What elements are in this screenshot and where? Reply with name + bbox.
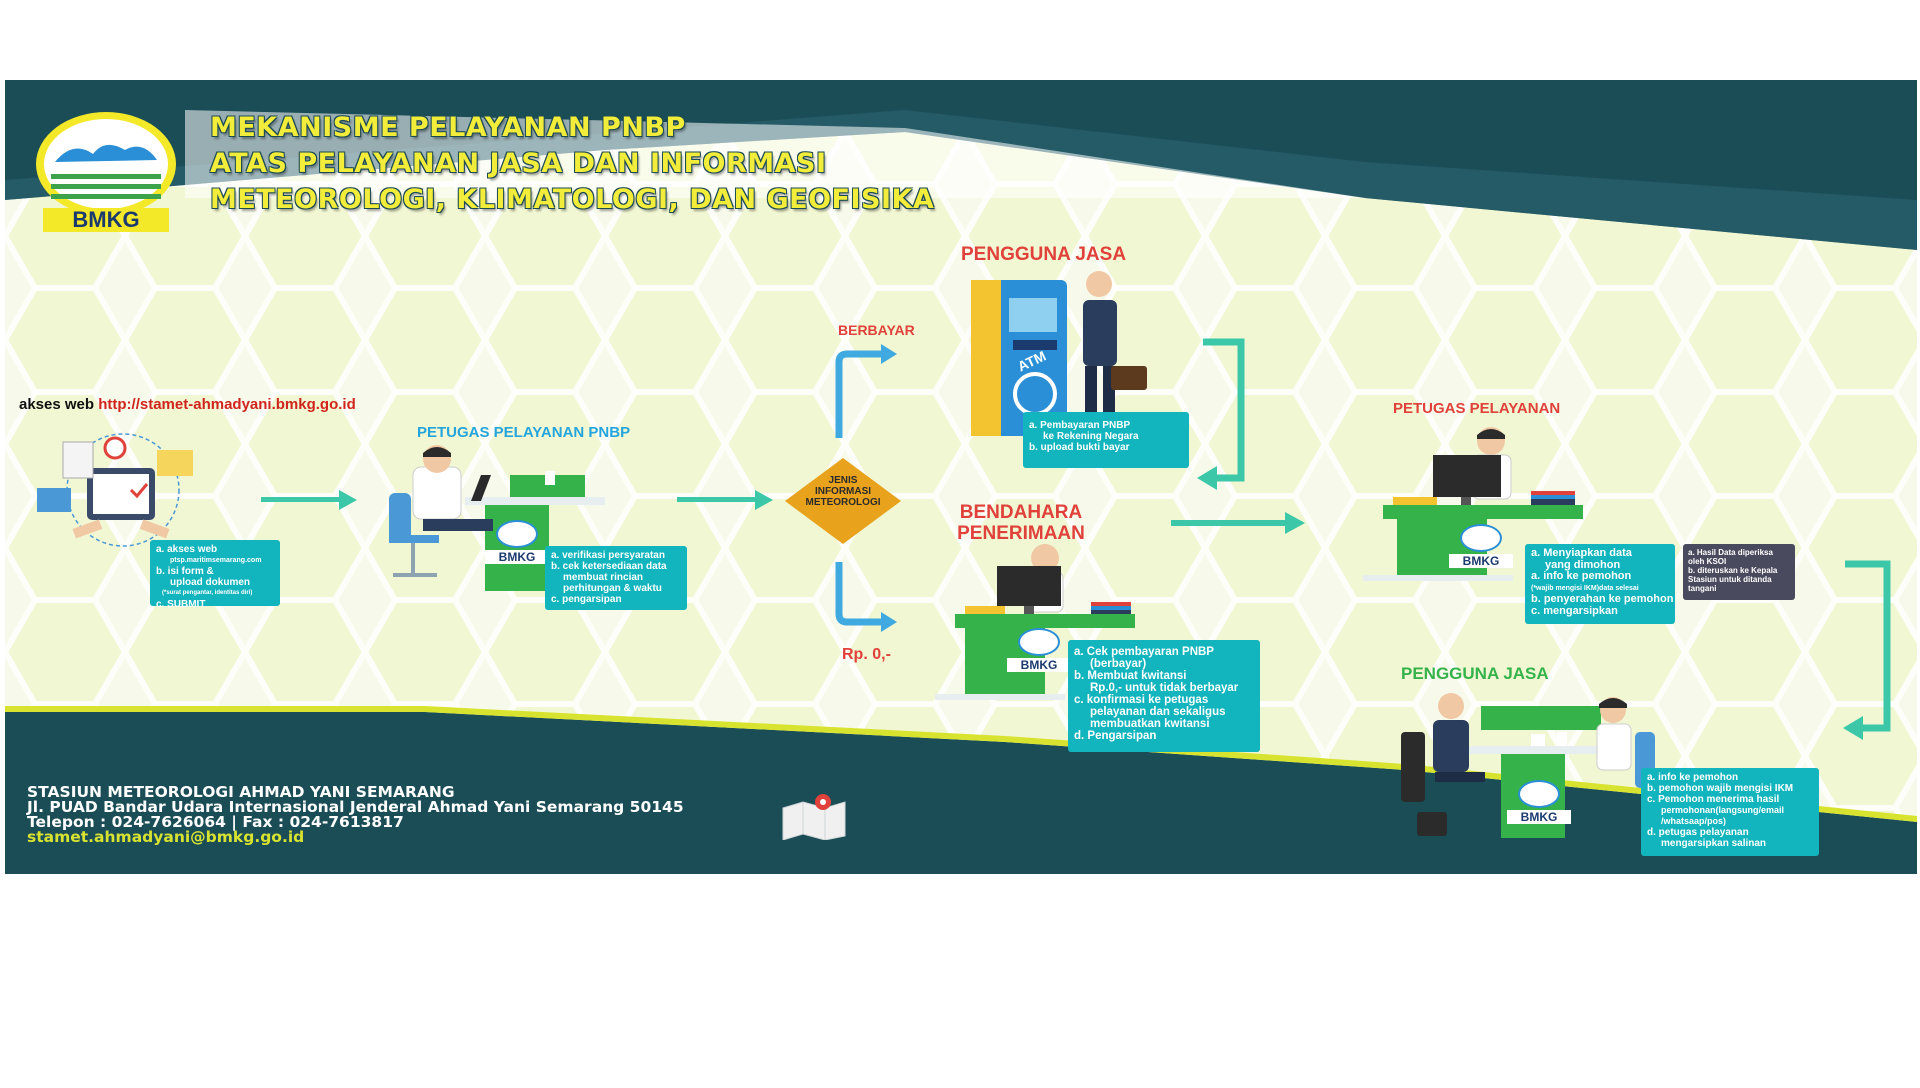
arrow-branch-up [835,344,897,438]
footer-phone: Telepon : 024-7626064 | Fax : 024-761381… [27,813,404,831]
final-step-c-cont2: /whatsaap/pos) [1661,816,1727,826]
pelayanan-step-a: a. Menyiapkan data [1531,547,1632,559]
bendahara-title-line-2: PENERIMAAN [957,523,1085,544]
desk-logo-text-pelayanan: BMKG [1449,554,1513,568]
bendahara-steps-box: a. Cek pembayaran PNBP (berbayar) b. Mem… [1068,640,1260,752]
footer-email-link[interactable]: stamet.ahmadyani@bmkg.go.id [27,828,305,846]
access-label: akses web [19,396,95,413]
decision-line-1: JENIS [828,475,858,486]
access-url-link[interactable]: http://stamet-ahmadyani.bmkg.go.id [98,396,356,413]
ksoi-note-b-cont1: Stasiun untuk ditanda [1688,575,1772,584]
bendahara-title: BENDAHARA PENERIMAAN [951,502,1091,544]
desk-logo-text-final: BMKG [1507,810,1571,824]
pelayanan-step-b: b. penyerahan ke pemohon [1531,593,1674,605]
decision-line-2: INFORMASI [814,486,872,497]
title-line-1: MEKANISME PELAYANAN PNBP [210,112,686,143]
desk-logo-final: BMKG [1507,780,1571,824]
free-label: Rp. 0,- [842,646,891,663]
pelayanan-step-c: c. mengarsipkan [1531,604,1618,617]
pelayanan-step-a-cont: yang dimohon [1545,558,1621,571]
pengguna-final-steps-box: a. info ke pemohon b. pemohon wajib meng… [1641,768,1819,856]
title-line-3: METEOROLOGI, KLIMATOLOGI, DAN GEOFISIKA [210,184,935,215]
desk-logo-pelayanan: BMKG [1449,524,1513,568]
final-step-c: c. Pemohon menerima hasil [1647,794,1780,805]
arrow-right-2 [677,490,773,510]
pelayanan-step-a2: a. info ke pemohon [1531,570,1632,582]
ksoi-note-box: a. Hasil Data diperiksa oleh KSOI b. dit… [1683,544,1795,600]
access-step-b-cont: upload dokumen [170,577,250,588]
desk-logo-pnbp: BMKG [485,520,549,564]
decision-label: JENIS INFORMASI METEOROLOGI [783,475,903,508]
decision-diamond [785,458,901,544]
bendahara-illustration [935,544,1135,700]
desk-logo-bendahara: BMKG [1007,628,1071,672]
footer-address: Jl. PUAD Bandar Udara Internasional Jend… [27,798,684,816]
bendahara-title-line-1: BENDAHARA [959,502,1083,523]
online-form-illustration [37,433,193,547]
bendahara-step-a-cont: (berbayar) [1090,658,1147,670]
bendahara-step-b: b. Membuat kwitansi [1074,670,1187,682]
bendahara-step-c: c. konfirmasi ke petugas [1074,694,1209,706]
petugas-pnbp-illustration [389,445,605,591]
petugas-pnbp-title: PETUGAS PELAYANAN PNBP [417,424,631,441]
bendahara-step-c-cont1: pelayanan dan sekaligus [1090,706,1226,718]
pnbp-step-b: b. cek ketersediaan data [551,561,667,572]
final-step-a: a. info ke pemohon [1647,772,1739,783]
final-step-d-cont: mengarsipkan salinan [1661,838,1767,849]
pengguna-jasa-final-title: PENGGUNA JASA [1401,664,1549,683]
decision-line-3: METEOROLOGI [805,497,881,508]
pnbp-step-b-cont1: membuat rincian [563,572,644,583]
arrow-branch-down [835,562,897,632]
desk-logo-text-bendahara: BMKG [1007,658,1071,672]
ksoi-note-a: a. Hasil Data diperiksa [1688,548,1773,557]
final-step-c-cont1: permohonan(langsung/email [1661,805,1785,815]
infographic-banner: BMKG MEKANISME PELAYANAN PNBP ATAS PELAY… [5,80,1917,874]
bendahara-step-d: d. Pengarsipan [1074,730,1157,742]
ksoi-note-a-cont: oleh KSOI [1688,557,1727,566]
background-shapes [5,80,1917,874]
pnbp-step-b-cont2: perhitungan & waktu [563,583,662,594]
arrow-bracket-atm [1197,338,1245,490]
atm-illustration [971,271,1147,436]
arrow-right-1 [261,490,357,510]
pengguna-jasa-atm-title: PENGGUNA JASA [961,244,1127,265]
arrow-right-3 [1171,512,1305,534]
final-step-b: b. pemohon wajib mengisi IKM [1647,783,1794,794]
pnbp-step-c: c. pengarsipan [551,594,622,605]
bendahara-step-c-cont2: membuatkan kwitansi [1090,718,1210,730]
atm-step-a: a. Pembayaran PNBP [1029,420,1131,431]
access-step-c: c. SUBMIT [156,599,206,610]
atm-step-b: b. upload bukti bayar [1029,442,1130,453]
access-web: akses web http://stamet-ahmadyani.bmkg.g… [19,396,356,413]
pengguna-atm-steps-box: a. Pembayaran PNBP ke Rekening Negara b.… [1023,412,1189,468]
bendahara-step-b-cont: Rp.0,- untuk tidak berbayar [1090,682,1239,694]
arrow-bracket-final [1843,560,1891,740]
access-step-a: a. akses web [156,544,218,555]
title-line-2: ATAS PELAYANAN JASA DAN INFORMASI [210,148,827,179]
access-step-b-note: (*surat pengantar, identitas diri) [162,590,253,596]
ksoi-note-b: b. diteruskan ke Kepala [1688,566,1778,575]
petugas-pelayanan-illustration [1363,427,1583,581]
logo-text: BMKG [72,207,140,232]
map-icon [782,794,846,840]
desk-logo-text-pnbp: BMKG [485,550,549,564]
petugas-pelayanan-title: PETUGAS PELAYANAN [1393,400,1561,417]
access-step-b: b. isi form & [156,566,214,577]
pelayanan-step-a2-note: (*wajib mengisi IKM)data selesai [1531,584,1639,592]
ksoi-note-b-cont2: tangani [1688,584,1717,593]
footer-station: STASIUN METEOROLOGI AHMAD YANI SEMARANG [27,783,455,801]
bendahara-step-a: a. Cek pembayaran PNBP [1074,646,1214,658]
atm-step-a-cont: ke Rekening Negara [1043,431,1139,442]
pnbp-step-a: a. verifikasi persyaratan [551,550,665,561]
petugas-pelayanan-steps-box: a. Menyiapkan data yang dimohon a. info … [1525,544,1675,624]
bmkg-logo: BMKG [33,110,179,232]
final-step-d: d. petugas pelayanan [1647,827,1749,838]
access-steps-box: a. akses web ptsp.maritimsemarang.com b.… [150,540,280,610]
access-step-a-url: ptsp.maritimsemarang.com [170,557,262,564]
petugas-pnbp-steps-box: a. verifikasi persyaratan b. cek keterse… [545,546,687,610]
paid-label: BERBAYAR [838,322,915,338]
